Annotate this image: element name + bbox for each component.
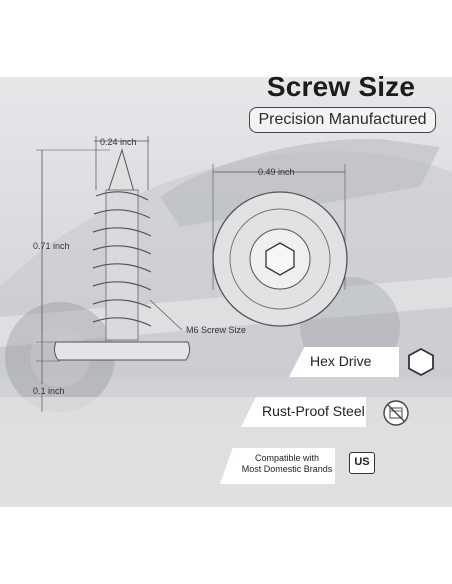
screw-length-label: 0.71 inch	[33, 241, 70, 251]
feature-banner-rust-proof	[241, 397, 366, 427]
screw-top-view	[212, 191, 348, 327]
compatible-text: Compatible with Most Domestic Brands	[241, 453, 333, 474]
head-diameter-label: 0.49 inch	[258, 167, 295, 177]
subtitle-badge: Precision Manufactured	[249, 107, 436, 133]
feature-label-rust-proof: Rust-Proof Steel	[262, 403, 365, 419]
rust-proof-icon	[383, 400, 409, 426]
page-title: Screw Size	[266, 71, 416, 102]
screw-width-label: 0.24 inch	[100, 137, 137, 147]
feature-label-hex-drive: Hex Drive	[310, 353, 372, 369]
us-badge-icon: US	[349, 452, 375, 474]
feature-banner-hex-drive	[289, 347, 399, 377]
feature-label-compatible: Compatible with Most Domestic Brands	[232, 453, 342, 475]
feature-banner-compatible	[220, 448, 335, 484]
hexagon-icon	[408, 347, 434, 377]
thread-size-label: M6 Screw Size	[186, 325, 247, 335]
head-thickness-label: 0.1 inch	[33, 386, 65, 396]
